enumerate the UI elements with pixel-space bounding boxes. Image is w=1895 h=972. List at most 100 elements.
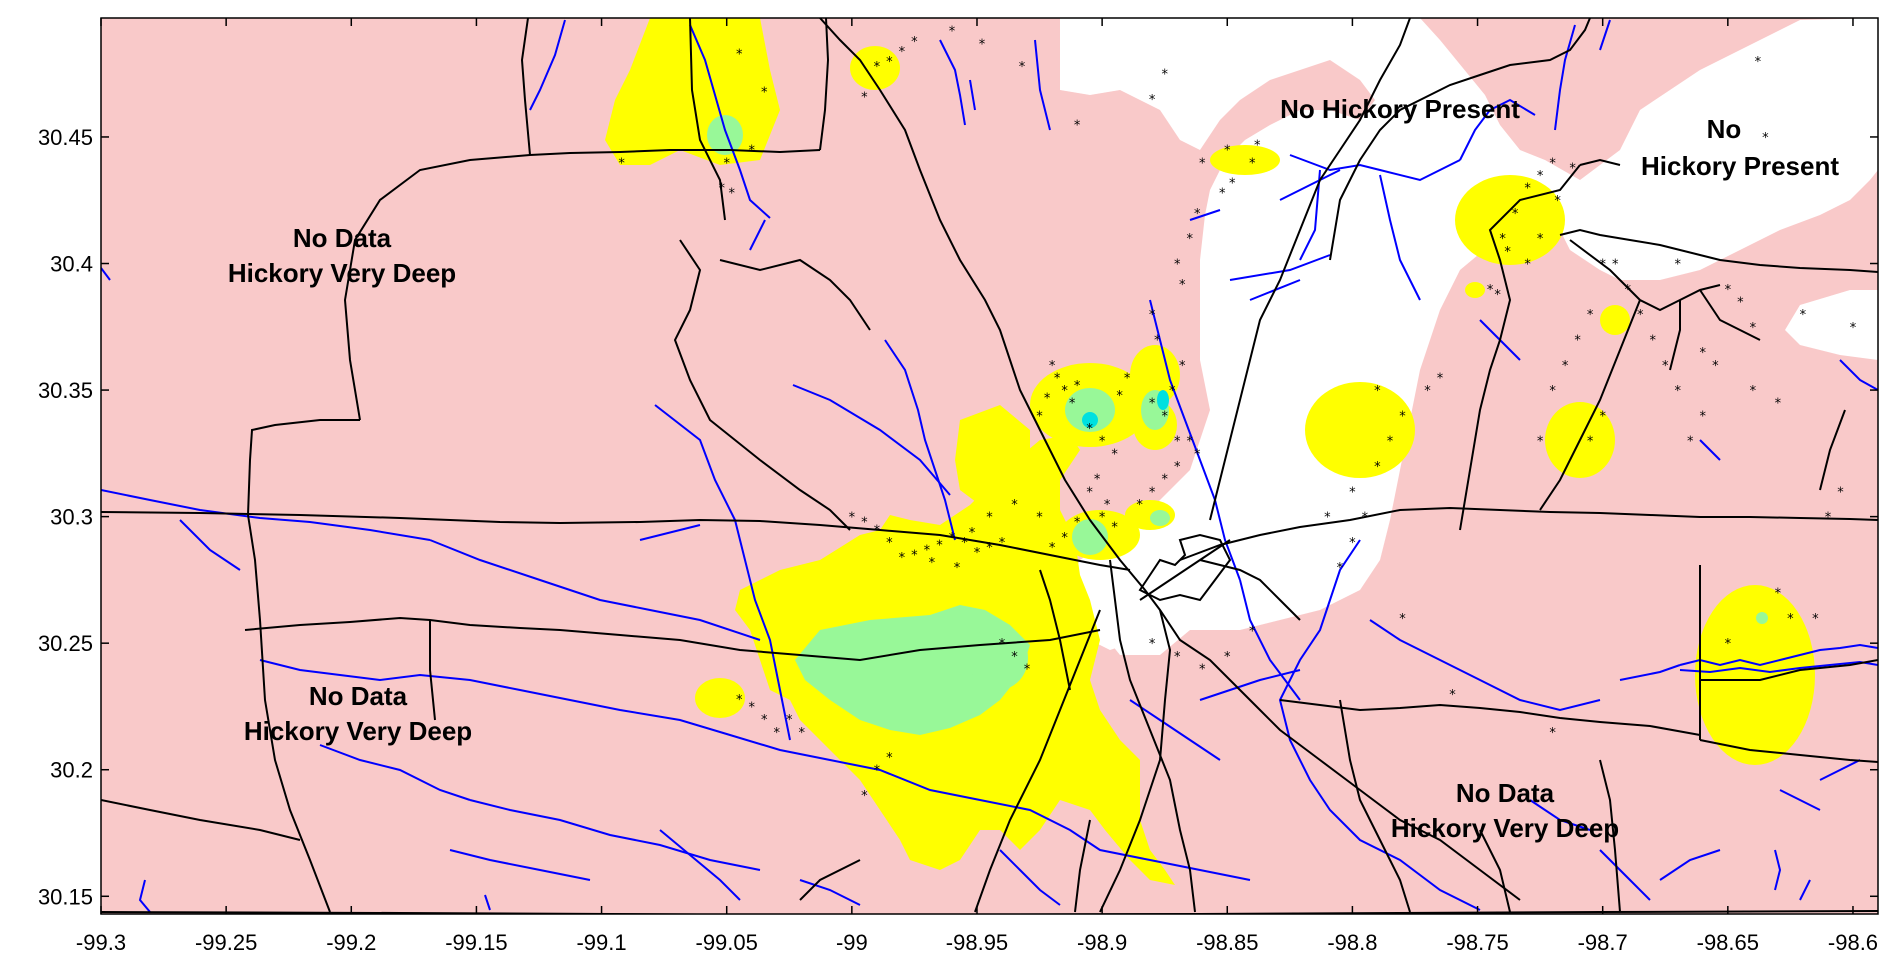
- well-marker: *: [1174, 435, 1181, 450]
- well-marker: *: [1850, 321, 1857, 336]
- well-marker: *: [718, 182, 725, 197]
- well-marker: *: [1537, 435, 1544, 450]
- well-marker: *: [736, 693, 743, 708]
- well-marker: *: [1374, 384, 1381, 399]
- well-marker: *: [1054, 371, 1061, 386]
- well-marker: *: [1524, 182, 1531, 197]
- well-marker: *: [1675, 384, 1682, 399]
- well-marker: *: [1124, 371, 1131, 386]
- x-tick-label: -98.85: [1196, 930, 1258, 955]
- x-tick-label: -98.7: [1578, 930, 1628, 955]
- well-marker: *: [969, 526, 976, 541]
- well-marker: *: [911, 35, 918, 50]
- well-marker: *: [1512, 207, 1519, 222]
- well-marker: *: [1104, 498, 1111, 513]
- well-marker: *: [949, 25, 956, 40]
- well-marker: *: [961, 536, 968, 551]
- y-tick-label: 30.15: [38, 884, 93, 909]
- well-marker: *: [1186, 435, 1193, 450]
- well-marker: *: [936, 538, 943, 553]
- zone-cyan: [1082, 390, 1169, 428]
- label-no-hickory-present-east-line2: Hickory Present: [1641, 151, 1839, 181]
- well-marker: *: [1399, 409, 1406, 424]
- well-marker: *: [1194, 207, 1201, 222]
- well-marker: *: [861, 789, 868, 804]
- well-marker: *: [1111, 521, 1118, 536]
- y-tick-label: 30.35: [38, 378, 93, 403]
- well-marker: *: [1161, 68, 1168, 83]
- well-marker: *: [1700, 346, 1707, 361]
- well-marker: *: [1099, 511, 1106, 526]
- well-marker: *: [1174, 650, 1181, 665]
- well-marker: *: [1712, 359, 1719, 374]
- well-marker: *: [1549, 156, 1556, 171]
- label-no-data-northwest-line2: Hickory Very Deep: [228, 258, 456, 288]
- y-tick-label: 30.45: [38, 125, 93, 150]
- well-marker: *: [1700, 409, 1707, 424]
- well-marker: *: [1750, 384, 1757, 399]
- well-marker: *: [1800, 308, 1807, 323]
- x-tick-label: -98.75: [1446, 930, 1508, 955]
- well-marker: *: [1136, 498, 1143, 513]
- label-no-data-southwest-line1: No Data: [309, 681, 408, 711]
- x-tick-label: -99.2: [326, 930, 376, 955]
- well-marker: *: [1599, 258, 1606, 273]
- well-marker: *: [1687, 435, 1694, 450]
- well-marker: *: [1061, 384, 1068, 399]
- x-tick-label: -98.95: [946, 930, 1008, 955]
- well-marker: *: [1154, 333, 1161, 348]
- well-marker: *: [1524, 258, 1531, 273]
- well-marker: *: [1219, 187, 1226, 202]
- well-marker: *: [924, 544, 931, 559]
- well-marker: *: [1229, 177, 1236, 192]
- well-marker: *: [1161, 473, 1168, 488]
- well-marker: *: [1224, 144, 1231, 159]
- well-marker: *: [736, 47, 743, 62]
- well-marker: *: [1569, 161, 1576, 176]
- well-marker: *: [899, 551, 906, 566]
- well-marker: *: [1537, 232, 1544, 247]
- well-marker: *: [1449, 688, 1456, 703]
- well-marker: *: [618, 156, 625, 171]
- well-marker: *: [1725, 637, 1732, 652]
- well-marker: *: [1399, 612, 1406, 627]
- x-tick-label: -98.9: [1077, 930, 1127, 955]
- wells: ****************************************…: [618, 25, 1856, 804]
- well-marker: *: [1362, 511, 1369, 526]
- x-tick-label: -99.3: [76, 930, 126, 955]
- well-marker: *: [1499, 232, 1506, 247]
- well-marker: *: [1837, 485, 1844, 500]
- well-marker: *: [886, 55, 893, 70]
- well-marker: *: [1094, 473, 1101, 488]
- x-tick-label: -98.6: [1828, 930, 1878, 955]
- well-marker: *: [1554, 194, 1561, 209]
- well-marker: *: [1061, 531, 1068, 546]
- well-marker: *: [1161, 409, 1168, 424]
- x-tick-label: -99.25: [195, 930, 257, 955]
- well-marker: *: [1725, 283, 1732, 298]
- well-marker: *: [774, 726, 781, 741]
- well-marker: *: [1074, 118, 1081, 133]
- well-marker: *: [1086, 485, 1093, 500]
- well-marker: *: [1494, 288, 1501, 303]
- well-marker: *: [1249, 625, 1256, 640]
- label-no-data-southwest-line2: Hickory Very Deep: [244, 716, 472, 746]
- well-marker: *: [1549, 384, 1556, 399]
- well-marker: *: [1637, 308, 1644, 323]
- well-marker: *: [929, 556, 936, 571]
- well-marker: *: [1662, 359, 1669, 374]
- well-marker: *: [1337, 561, 1344, 576]
- well-marker: *: [1186, 232, 1193, 247]
- well-marker: *: [1424, 384, 1431, 399]
- well-marker: *: [1149, 637, 1156, 652]
- well-marker: *: [861, 516, 868, 531]
- well-marker: *: [899, 45, 906, 60]
- well-marker: *: [761, 713, 768, 728]
- well-marker: *: [1787, 612, 1794, 627]
- well-marker: *: [1825, 511, 1832, 526]
- well-marker: *: [949, 531, 956, 546]
- map-frame: [100, 17, 1879, 915]
- well-marker: *: [728, 187, 735, 202]
- well-marker: *: [1099, 435, 1106, 450]
